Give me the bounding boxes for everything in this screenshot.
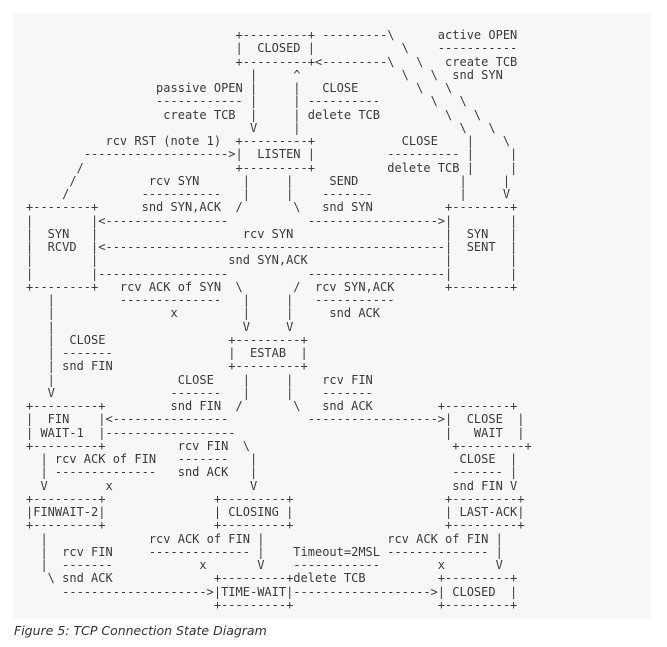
diagram-line: | snd FIN +---------+ [26,359,308,374]
diagram-line: V ------- | | ------- [26,385,373,400]
diagram-line: +---------+ +---------+ +---------+ [26,518,525,533]
diagram-line: ------------ | | ---------- \ \ [26,94,467,109]
diagram-line: / ----------- | | ------- | V [26,187,511,201]
diagram-line: -------------------->|TIME-WAIT|--------… [26,584,518,599]
diagram-line: | x | | snd ACK [26,306,381,321]
diagram-line: | RCVD |<-------------------------------… [26,240,518,254]
diagram-line: | WAIT-1 |------------------ | WAIT | [26,425,525,440]
diagram-line: | ------- x V ------------ x V [26,558,503,572]
diagram-line: / rcv SYN | | SEND | | [26,173,511,188]
diagram-line: -------------------->| LISTEN | --------… [26,147,518,162]
diagram-line: | V V [26,319,294,334]
diagram-line: +---------+<---------\ \ create TCB [26,54,518,69]
diagram-line: |FINWAIT-2| | CLOSING | | LAST-ACK| [26,505,525,519]
tcp-state-diagram: +---------+ ---------\ active OPEN | CLO… [26,28,532,612]
diagram-line: \ snd ACK +---------+delete TCB +-------… [26,571,518,586]
diagram-line: +--------+ snd SYN,ACK / \ snd SYN +----… [26,200,518,215]
diagram-line: | |<----------------- ------------------… [26,213,518,228]
diagram-line: | SYN | rcv SYN | SYN | [26,226,518,241]
diagram-line: +---------+ snd FIN / \ snd ACK +-------… [26,399,518,413]
diagram-line: | -------------- | | ----------- [26,293,395,307]
diagram-line: | rcv FIN -------------- | Timeout=2MSL … [26,544,503,559]
diagram-line: +---------+ rcv FIN \ +---------+ [26,438,532,453]
diagram-line: | |------------------ ------------------… [26,266,518,281]
diagram-line: | ------- | ESTAB | [26,346,308,360]
figure-caption: Figure 5: TCP Connection State Diagram [14,623,267,638]
diagram-line: V | \ \ [26,120,496,135]
diagram-line: | | snd SYN,ACK | | [26,253,518,268]
diagram-line: | -------------- snd ACK | ------- | [26,465,518,480]
diagram-line: create TCB | | delete TCB \ \ [26,107,482,122]
diagram-line: V x V snd FIN V [26,478,518,493]
diagram-line: | ^ \ \ snd SYN [26,67,503,82]
diagram-line: +---------+ +---------+ +---------+ [26,491,525,506]
diagram-line: rcv RST (note 1) +---------+ CLOSE | \ [26,134,511,148]
diagram-line: +--------+ rcv ACK of SYN \ / rcv SYN,AC… [26,279,518,294]
diagram-line: +---------+ ---------\ active OPEN [26,28,518,42]
diagram-line: | CLOSE | | rcv FIN [26,372,373,387]
diagram-line: | FIN |<---------------- ---------------… [26,412,525,427]
diagram-line: passive OPEN | | CLOSE \ \ [26,81,453,95]
diagram-line: | CLOSED | \ ----------- [26,41,518,56]
diagram-line: +---------+ +---------+ [26,597,518,612]
diagram-line: | rcv ACK of FIN | rcv ACK of FIN | [26,531,503,546]
diagram-line: | CLOSE +---------+ [26,332,308,347]
diagram-panel: +---------+ ---------\ active OPEN | CLO… [13,13,651,619]
diagram-line: / +---------+ delete TCB | | [26,160,518,175]
diagram-line: | rcv ACK of FIN ------- | CLOSE | [26,452,518,466]
